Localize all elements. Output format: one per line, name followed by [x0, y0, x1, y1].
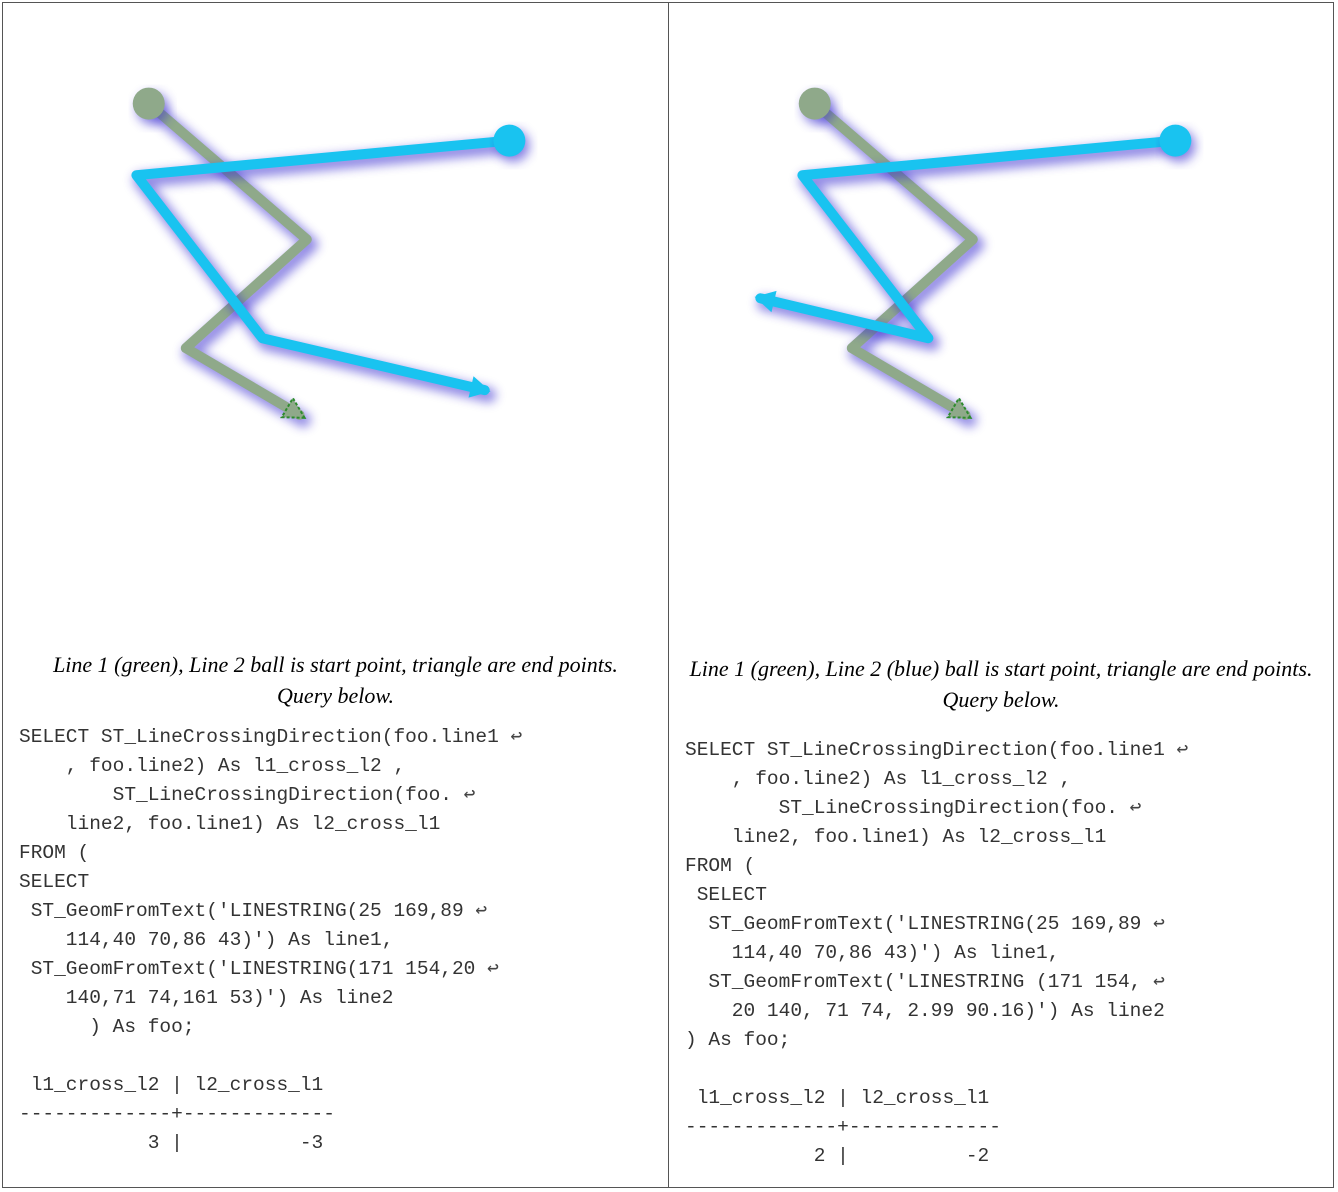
code-line: SELECT: [19, 868, 664, 897]
panel-right-caption: Line 1 (green), Line 2 (blue) ball is st…: [689, 656, 1313, 712]
code-line: 2 | -2: [685, 1142, 1329, 1171]
code-text: SELECT ST_LineCrossingDirection(foo.line…: [19, 726, 499, 748]
code-line: SELECT: [685, 881, 1329, 910]
line-wrap-icon: ↩: [498, 726, 523, 748]
code-text: SELECT: [19, 871, 90, 893]
line1-path: [143, 98, 312, 420]
line1-end-triangle: [946, 396, 973, 419]
code-line: FROM (: [685, 852, 1329, 881]
panel-left: Line 1 (green), Line 2 ball is start poi…: [3, 3, 668, 1187]
line1-start-ball: [798, 87, 831, 120]
code-line: , foo.line2) As l1_cross_l2 ,: [685, 765, 1329, 794]
code-text: 2 | -2: [685, 1145, 990, 1167]
code-line: ST_LineCrossingDirection(foo. ↩: [19, 781, 664, 810]
line2-path: [131, 135, 515, 396]
line-wrap-icon: ↩: [475, 958, 499, 980]
line-wrap-icon: ↩: [1141, 971, 1165, 993]
code-text: -------------+-------------: [19, 1103, 335, 1125]
code-text: ST_GeomFromText('LINESTRING (171 154,: [685, 971, 1142, 993]
code-text: line2, foo.line1) As l2_cross_l1: [685, 826, 1107, 848]
panel-left-sql-code: SELECT ST_LineCrossingDirection(foo.line…: [19, 723, 664, 1158]
code-line: [685, 1055, 1329, 1084]
code-line: ) As foo;: [19, 1013, 664, 1042]
code-line: l1_cross_l2 | l2_cross_l1: [685, 1084, 1329, 1113]
code-text: l1_cross_l2 | l2_cross_l1: [19, 1074, 324, 1096]
code-line: line2, foo.line1) As l2_cross_l1: [19, 810, 664, 839]
code-text: ST_LineCrossingDirection(foo.: [685, 797, 1118, 819]
code-line: FROM (: [19, 839, 664, 868]
code-text: 114,40 70,86 43)') As line1,: [685, 942, 1060, 964]
line2-start-ball: [1159, 124, 1192, 157]
code-text: 20 140, 71 74, 2.99 90.16)') As line2: [685, 1000, 1165, 1022]
code-text: SELECT: [685, 884, 767, 906]
code-text: line2, foo.line1) As l2_cross_l1: [19, 813, 441, 835]
code-line: -------------+-------------: [19, 1100, 664, 1129]
code-line: ST_GeomFromText('LINESTRING (171 154, ↩: [685, 968, 1329, 997]
line1-path: [809, 98, 978, 420]
code-text: l1_cross_l2 | l2_cross_l1: [685, 1087, 990, 1109]
panel-left-caption: Line 1 (green), Line 2 ball is start poi…: [53, 652, 618, 708]
code-text: 140,71 74,161 53)') As line2: [19, 987, 394, 1009]
code-line: SELECT ST_LineCrossingDirection(foo.line…: [19, 723, 664, 752]
code-line: ST_LineCrossingDirection(foo. ↩: [685, 794, 1329, 823]
line1-start-ball: [132, 87, 165, 120]
code-text: FROM (: [19, 842, 90, 864]
code-line: ST_GeomFromText('LINESTRING(171 154,20 ↩: [19, 955, 664, 984]
panel-right: Line 1 (green), Line 2 (blue) ball is st…: [668, 3, 1333, 1187]
code-line: 140,71 74,161 53)') As line2: [19, 984, 664, 1013]
code-text: , foo.line2) As l1_cross_l2 ,: [685, 768, 1072, 790]
line2-end-triangle: [754, 290, 777, 313]
code-line: , foo.line2) As l1_cross_l2 ,: [19, 752, 664, 781]
code-line: 3 | -3: [19, 1129, 664, 1158]
line-wrap-icon: ↩: [1141, 913, 1165, 935]
line-wrap-icon: ↩: [463, 900, 488, 922]
code-text: ST_LineCrossingDirection(foo.: [19, 784, 452, 806]
code-text: SELECT ST_LineCrossingDirection(foo.line…: [685, 739, 1165, 761]
code-text: 3 | -3: [19, 1132, 324, 1154]
code-line: ST_GeomFromText('LINESTRING(25 169,89 ↩: [19, 897, 664, 926]
code-line: l1_cross_l2 | l2_cross_l1: [19, 1071, 664, 1100]
code-line: ST_GeomFromText('LINESTRING(25 169,89 ↩: [685, 910, 1329, 939]
code-text: ST_GeomFromText('LINESTRING(25 169,89: [19, 900, 464, 922]
code-line: 114,40 70,86 43)') As line1,: [685, 939, 1329, 968]
line2-path: [755, 135, 1181, 344]
code-text: , foo.line2) As l1_cross_l2 ,: [19, 755, 406, 777]
code-line: -------------+-------------: [685, 1113, 1329, 1142]
line-wrap-icon: ↩: [451, 784, 476, 806]
code-text: FROM (: [685, 855, 756, 877]
code-text: -------------+-------------: [685, 1116, 1001, 1138]
code-line: [19, 1042, 664, 1071]
code-text: ST_GeomFromText('LINESTRING(25 169,89: [685, 913, 1142, 935]
code-text: 114,40 70,86 43)') As line1,: [19, 929, 394, 951]
code-text: ) As foo;: [685, 1029, 791, 1051]
code-line: 114,40 70,86 43)') As line1,: [19, 926, 664, 955]
line1-end-triangle: [280, 396, 307, 419]
code-text: ) As foo;: [19, 1016, 195, 1038]
code-line: ) As foo;: [685, 1026, 1329, 1055]
code-line: line2, foo.line1) As l2_cross_l1: [685, 823, 1329, 852]
panel-right-sql-code: SELECT ST_LineCrossingDirection(foo.line…: [685, 736, 1329, 1171]
code-line: 20 140, 71 74, 2.99 90.16)') As line2: [685, 997, 1329, 1026]
line-wrap-icon: ↩: [1117, 797, 1142, 819]
code-text: ST_GeomFromText('LINESTRING(171 154,20: [19, 958, 476, 980]
code-line: SELECT ST_LineCrossingDirection(foo.line…: [685, 736, 1329, 765]
panel-right-figure: [754, 87, 1197, 428]
line2-start-ball: [493, 124, 526, 157]
line2-end-triangle: [468, 376, 491, 398]
line-wrap-icon: ↩: [1164, 739, 1189, 761]
panel-left-figure: [131, 87, 531, 428]
